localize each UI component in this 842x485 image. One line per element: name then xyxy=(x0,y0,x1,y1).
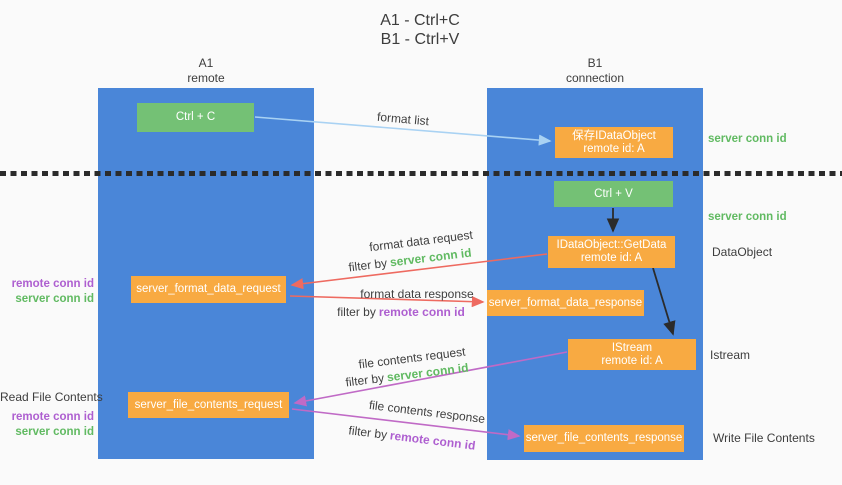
title-line-2: B1 - Ctrl+V xyxy=(380,31,460,48)
label-format-data-response: format data response xyxy=(360,287,474,301)
label-filter-by-server-conn-id-1: filter byserver conn id xyxy=(348,246,473,275)
lane-a1-role: remote xyxy=(187,71,225,85)
label-server-conn-id-bottom-left: server conn id xyxy=(15,425,94,438)
lane-b1-role: connection xyxy=(565,71,625,85)
node-server-file-contents-response-label: server_file_contents_response xyxy=(525,432,683,444)
label-format-list: format list xyxy=(376,109,430,129)
node-server-file-contents-request-label: server_file_contents_request xyxy=(134,398,283,411)
session-divider-dotted-line xyxy=(0,171,842,176)
label-remote-conn-id-top-left: remote conn id xyxy=(11,278,94,290)
node-server-file-contents-response: server_file_contents_response xyxy=(524,425,684,452)
filter-by-text: filter by xyxy=(337,305,376,319)
label-istream: Istream xyxy=(710,348,751,362)
node-server-format-data-request-label: server_format_data_request xyxy=(136,283,281,295)
node-ctrl-c-label: Ctrl + C xyxy=(175,111,216,123)
remote-conn-id-text: remote conn id xyxy=(378,305,465,319)
left-conn-id-group-top: remote conn id server conn id xyxy=(0,277,94,306)
node-server-file-contents-request: server_file_contents_request xyxy=(128,392,289,418)
lane-a1-name: A1 xyxy=(198,56,214,70)
node-save-idataobject-line1: 保存IDataObject xyxy=(572,129,656,142)
node-save-idataobject-line2: remote id: A xyxy=(583,142,645,155)
node-idataobject-getdata-line1: IDataObject::GetData xyxy=(556,239,667,251)
left-conn-id-group-bottom: remote conn id server conn id xyxy=(0,410,94,439)
title-line-1: A1 - Ctrl+C xyxy=(380,12,460,29)
node-server-format-data-response-label: server_format_data_response xyxy=(488,296,643,309)
filter-by-text: filter by xyxy=(347,423,388,442)
node-server-format-data-request: server_format_data_request xyxy=(131,276,286,303)
node-ctrl-v: Ctrl + V xyxy=(554,181,673,207)
diagram-title: A1 - Ctrl+C B1 - Ctrl+V xyxy=(320,11,520,49)
filter-by-text: filter by xyxy=(344,370,385,390)
node-istream-line2: remote id: A xyxy=(601,354,663,367)
remote-conn-id-text: remote conn id xyxy=(389,428,477,453)
label-write-file-contents: Write File Contents xyxy=(713,431,815,445)
label-server-conn-id-mid-right: server conn id xyxy=(708,211,787,223)
node-idataobject-getdata-line2: remote id: A xyxy=(580,252,643,264)
node-istream-line1: IStream xyxy=(611,341,653,354)
node-istream: IStream remote id: A xyxy=(568,339,696,370)
node-ctrl-v-label: Ctrl + V xyxy=(594,187,633,200)
filter-by-text: filter by xyxy=(347,255,388,275)
label-remote-conn-id-bottom-left: remote conn id xyxy=(11,411,94,423)
label-dataobject: DataObject xyxy=(712,245,773,259)
node-server-format-data-response: server_format_data_response xyxy=(487,290,644,316)
lane-header-a1: A1 remote xyxy=(146,56,266,86)
label-server-conn-id-top-left: server conn id xyxy=(15,292,94,305)
lane-b1-name: B1 xyxy=(587,56,603,70)
label-read-file-contents: Read File Contents xyxy=(0,390,103,404)
label-file-contents-response: file contents response xyxy=(368,397,486,427)
label-filter-by-remote-conn-id-2: filter byremote conn id xyxy=(348,423,476,452)
label-server-conn-id-top-right: server conn id xyxy=(708,133,787,145)
node-save-idataobject: 保存IDataObject remote id: A xyxy=(555,127,673,158)
node-ctrl-c: Ctrl + C xyxy=(137,103,254,132)
lane-header-b1: B1 connection xyxy=(535,56,655,86)
node-idataobject-getdata: IDataObject::GetData remote id: A xyxy=(548,236,675,268)
